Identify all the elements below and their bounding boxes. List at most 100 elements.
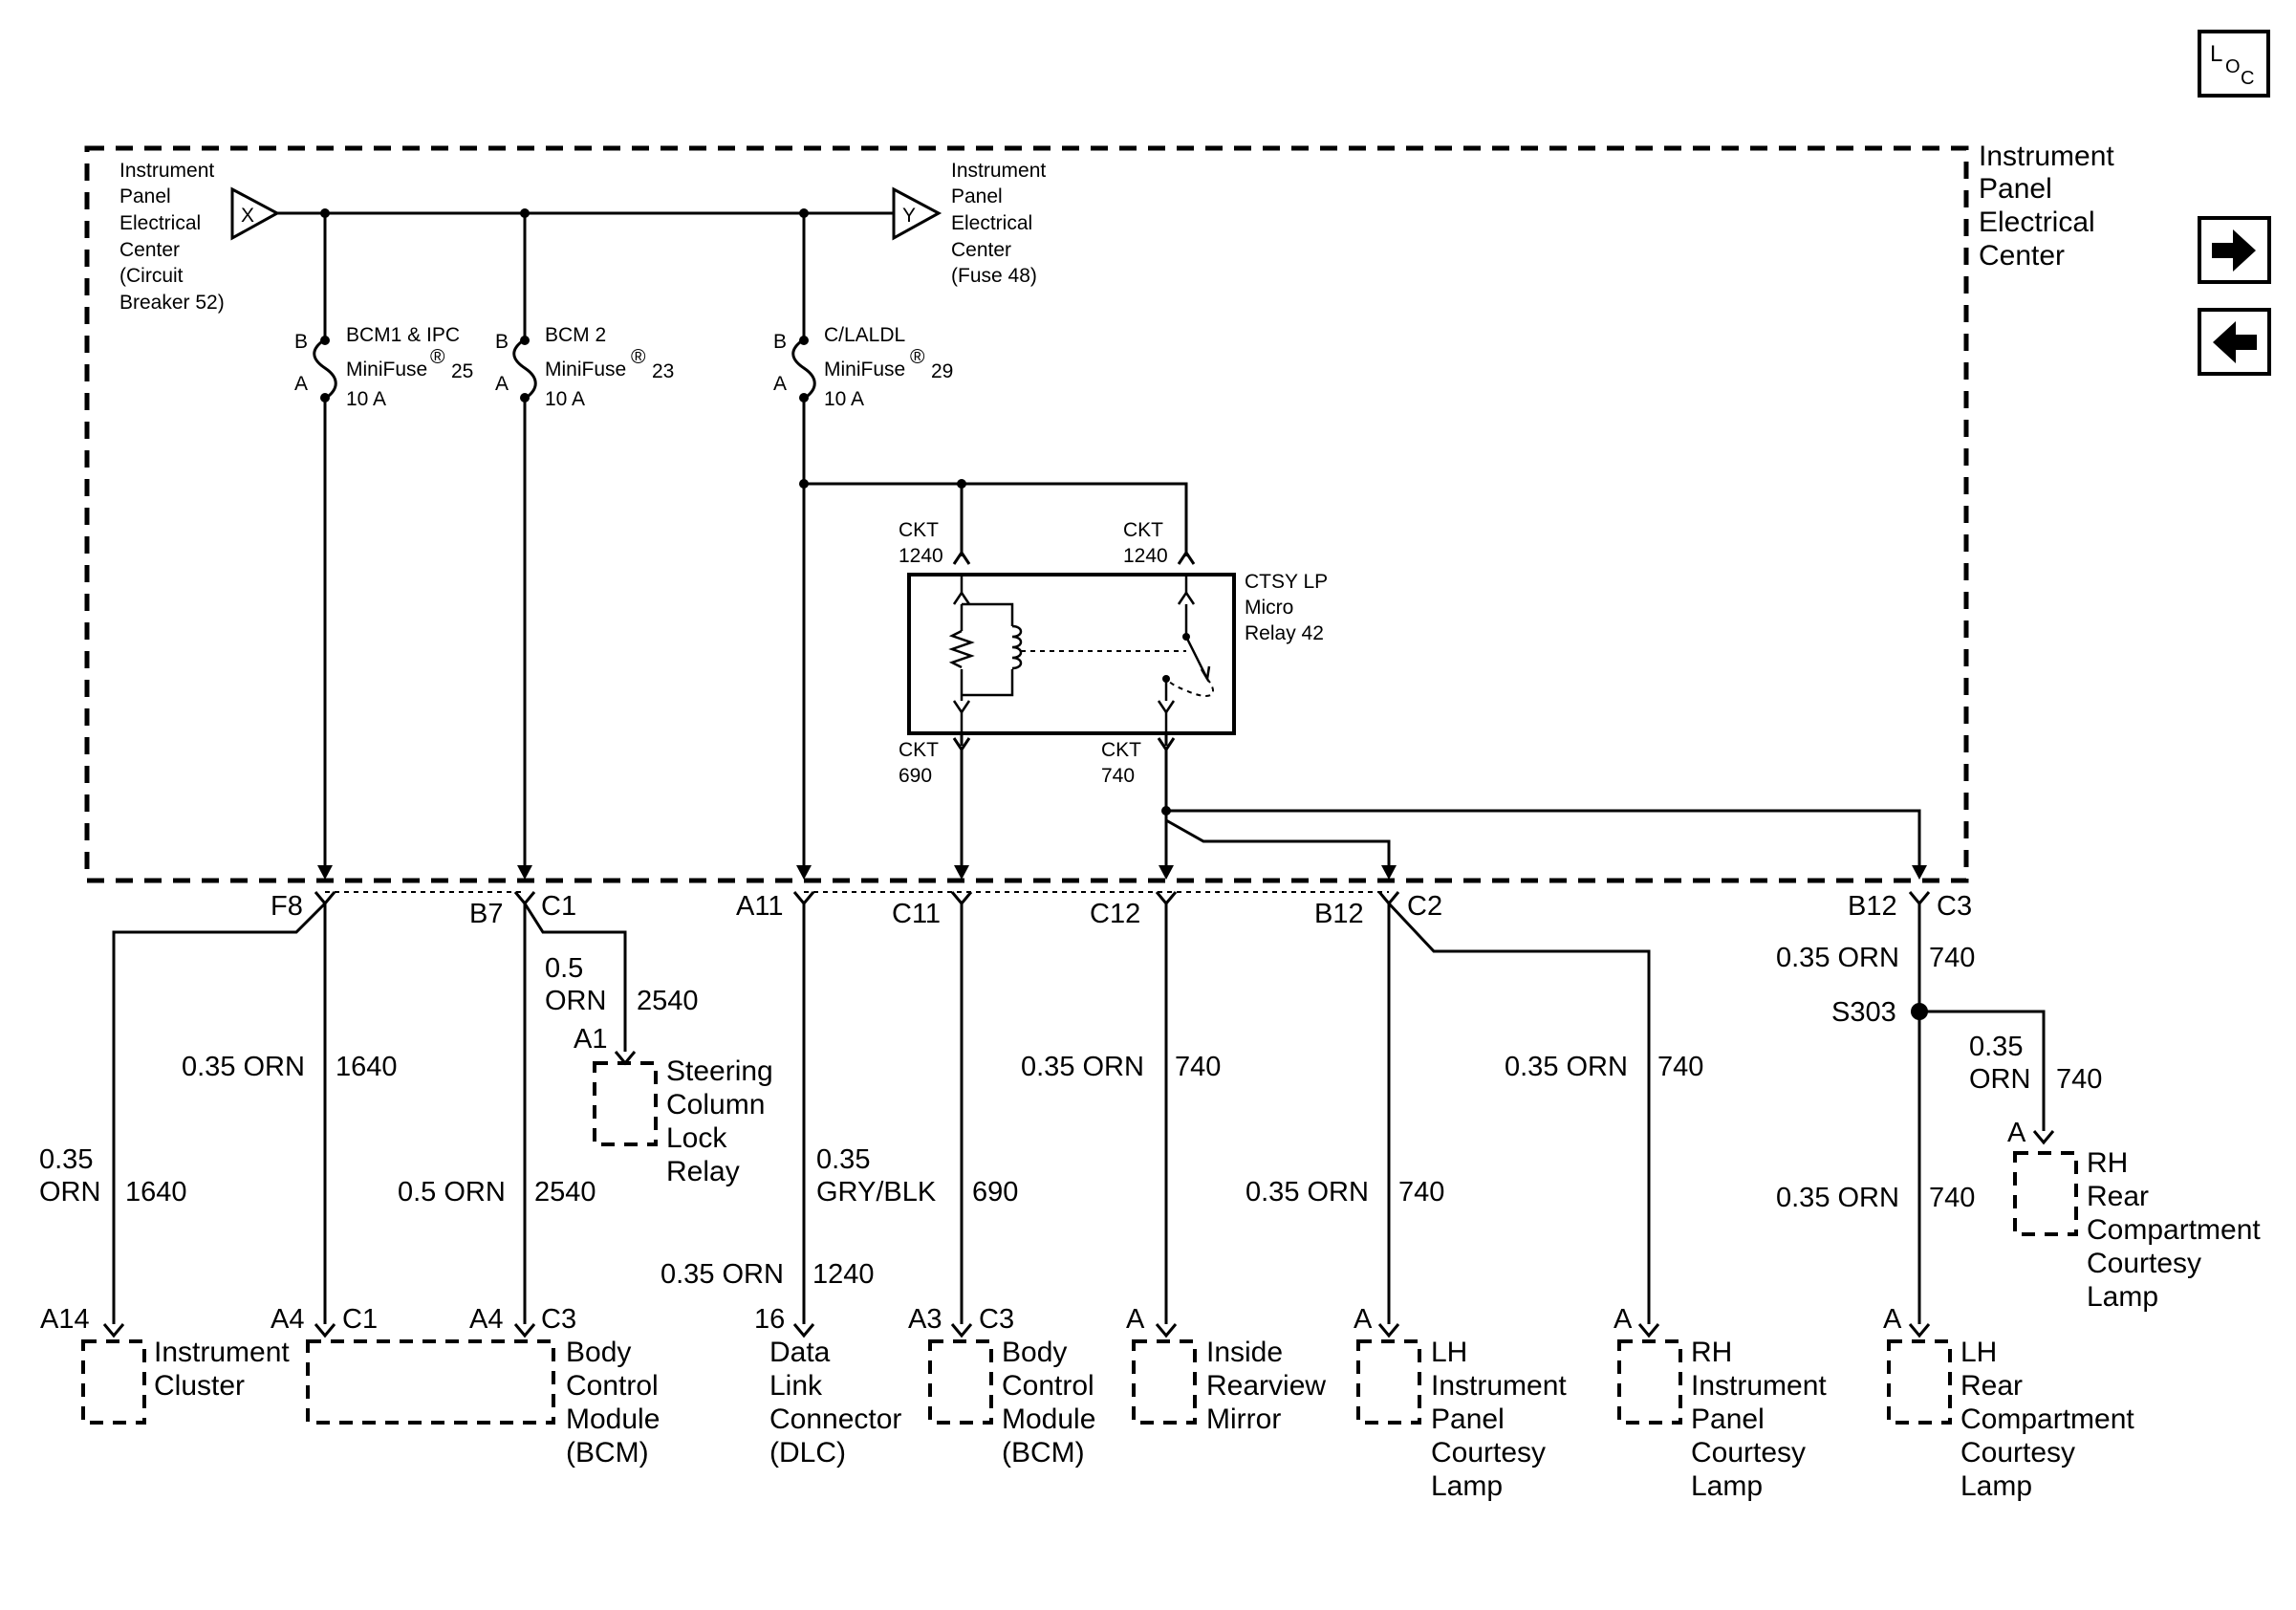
svg-text:Lamp: Lamp — [2087, 1281, 2158, 1313]
svg-text:0.35 ORN: 0.35 ORN — [1776, 1183, 1899, 1213]
svg-text:16: 16 — [754, 1304, 785, 1335]
svg-text:CKT: CKT — [1101, 739, 1141, 761]
svg-text:Panel: Panel — [951, 185, 1003, 207]
svg-text:0.35 ORN: 0.35 ORN — [1021, 1052, 1144, 1082]
svg-text:0.35: 0.35 — [816, 1144, 870, 1175]
svg-text:A: A — [2007, 1118, 2026, 1148]
svg-text:Center: Center — [119, 239, 180, 261]
svg-text:Relay 42: Relay 42 — [1245, 622, 1324, 644]
svg-text:C3: C3 — [541, 1304, 576, 1335]
svg-text:Courtesy: Courtesy — [1960, 1437, 2075, 1469]
ipec-bottom-arrows — [317, 865, 1927, 880]
svg-text:Instrument: Instrument — [119, 160, 214, 182]
forward-button[interactable] — [2198, 216, 2271, 284]
svg-text:®: ® — [910, 346, 925, 368]
svg-text:Lamp: Lamp — [1960, 1470, 2032, 1502]
svg-text:LH: LH — [1960, 1337, 1997, 1368]
svg-text:X: X — [241, 205, 254, 227]
svg-text:RH: RH — [2087, 1147, 2128, 1179]
svg-text:Connector: Connector — [769, 1403, 901, 1435]
svg-text:740: 740 — [1398, 1177, 1444, 1208]
lh-instrument-panel-courtesy-lamp: A LH Instrument Panel Courtesy Lamp — [1354, 1304, 1567, 1502]
svg-text:L: L — [2210, 41, 2222, 67]
svg-text:MiniFuse: MiniFuse — [545, 359, 626, 381]
svg-text:A4: A4 — [271, 1304, 304, 1335]
svg-text:Control: Control — [1002, 1370, 1094, 1402]
svg-text:Y: Y — [902, 205, 916, 227]
svg-text:1640: 1640 — [125, 1177, 187, 1208]
svg-text:Compartment: Compartment — [1960, 1403, 2134, 1435]
svg-text:C3: C3 — [1937, 891, 1972, 922]
svg-text:C3: C3 — [979, 1304, 1014, 1335]
inside-rearview-mirror: A Inside Rearview Mirror — [1126, 1304, 1326, 1435]
svg-text:Cluster: Cluster — [154, 1370, 245, 1402]
svg-text:Steering: Steering — [666, 1055, 773, 1087]
svg-text:Micro: Micro — [1245, 597, 1293, 619]
svg-text:ORN: ORN — [39, 1177, 100, 1208]
svg-text:29: 29 — [931, 360, 953, 382]
svg-text:Module: Module — [566, 1403, 660, 1435]
svg-text:O: O — [2225, 56, 2241, 77]
steering-column-lock-relay: A1 Steering Column Lock Relay — [574, 1024, 773, 1187]
svg-text:Lamp: Lamp — [1431, 1470, 1503, 1502]
svg-text:BCM 2: BCM 2 — [545, 324, 606, 346]
instrument-cluster: A14 Instrument Cluster — [40, 1304, 290, 1425]
svg-text:0.5 ORN: 0.5 ORN — [398, 1177, 506, 1208]
svg-text:A1: A1 — [574, 1024, 607, 1055]
svg-text:C2: C2 — [1407, 891, 1442, 922]
svg-text:(DLC): (DLC) — [769, 1437, 846, 1469]
svg-text:Body: Body — [1002, 1337, 1067, 1368]
svg-text:B7: B7 — [469, 899, 503, 929]
svg-text:A: A — [1126, 1304, 1145, 1335]
svg-text:A4: A4 — [469, 1304, 503, 1335]
svg-text:740: 740 — [2056, 1064, 2102, 1095]
back-button[interactable] — [2198, 308, 2271, 376]
svg-text:690: 690 — [972, 1177, 1018, 1208]
svg-text:A11: A11 — [736, 891, 783, 922]
svg-text:C/LALDL: C/LALDL — [824, 324, 905, 346]
loc-button[interactable]: L O C — [2198, 30, 2270, 98]
svg-text:A: A — [1354, 1304, 1373, 1335]
svg-text:Instrument: Instrument — [154, 1337, 290, 1368]
svg-text:Rear: Rear — [2087, 1181, 2149, 1212]
svg-text:Courtesy: Courtesy — [2087, 1248, 2201, 1279]
svg-text:10 A: 10 A — [545, 388, 585, 410]
svg-text:LH: LH — [1431, 1337, 1467, 1368]
svg-text:GRY/BLK: GRY/BLK — [816, 1177, 937, 1208]
svg-text:CKT: CKT — [1123, 519, 1163, 541]
fuse-c-laldl: B A C/LALDL MiniFuse ® 29 10 A — [773, 213, 953, 865]
svg-text:Courtesy: Courtesy — [1691, 1437, 1806, 1469]
svg-text:10 A: 10 A — [824, 388, 864, 410]
svg-text:Electrical: Electrical — [119, 212, 201, 234]
svg-text:B: B — [773, 331, 787, 353]
svg-text:A14: A14 — [40, 1304, 90, 1335]
svg-text:Body: Body — [566, 1337, 631, 1368]
svg-text:B: B — [294, 331, 308, 353]
rh-instrument-panel-courtesy-lamp: A RH Instrument Panel Courtesy Lamp — [1614, 1304, 1827, 1502]
ctsy-lp-micro-relay: CKT 1240 CKT 1240 CTSY LP Micro Relay 42… — [899, 519, 1328, 787]
svg-text:Rearview: Rearview — [1206, 1370, 1326, 1402]
svg-text:1240: 1240 — [899, 545, 943, 567]
svg-text:Lamp: Lamp — [1691, 1470, 1763, 1502]
svg-text:CKT: CKT — [899, 519, 939, 541]
svg-text:Instrument: Instrument — [1691, 1370, 1827, 1402]
svg-text:MiniFuse: MiniFuse — [824, 359, 905, 381]
svg-text:BCM1 & IPC: BCM1 & IPC — [346, 324, 460, 346]
svg-text:(BCM): (BCM) — [566, 1437, 649, 1469]
svg-text:A: A — [495, 373, 509, 395]
svg-text:0.5: 0.5 — [545, 953, 583, 984]
svg-text:Rear: Rear — [1960, 1370, 2023, 1402]
svg-text:Center: Center — [951, 239, 1011, 261]
svg-text:0.35: 0.35 — [39, 1144, 93, 1175]
svg-text:C: C — [2241, 68, 2254, 89]
svg-text:A: A — [1614, 1304, 1633, 1335]
body-control-module-right: A3 C3 Body Control Module (BCM) — [908, 1304, 1095, 1469]
svg-text:®: ® — [430, 346, 445, 368]
fuse-bcm1-ipc: B A BCM1 & IPC MiniFuse ® 25 10 A — [294, 213, 473, 865]
svg-text:Data: Data — [769, 1337, 831, 1368]
svg-text:1640: 1640 — [336, 1052, 398, 1082]
svg-text:(BCM): (BCM) — [1002, 1437, 1085, 1469]
body-control-module-left: A4 C1 A4 C3 Body Control Module (BCM) — [271, 1304, 660, 1469]
svg-text:Compartment: Compartment — [2087, 1214, 2261, 1246]
